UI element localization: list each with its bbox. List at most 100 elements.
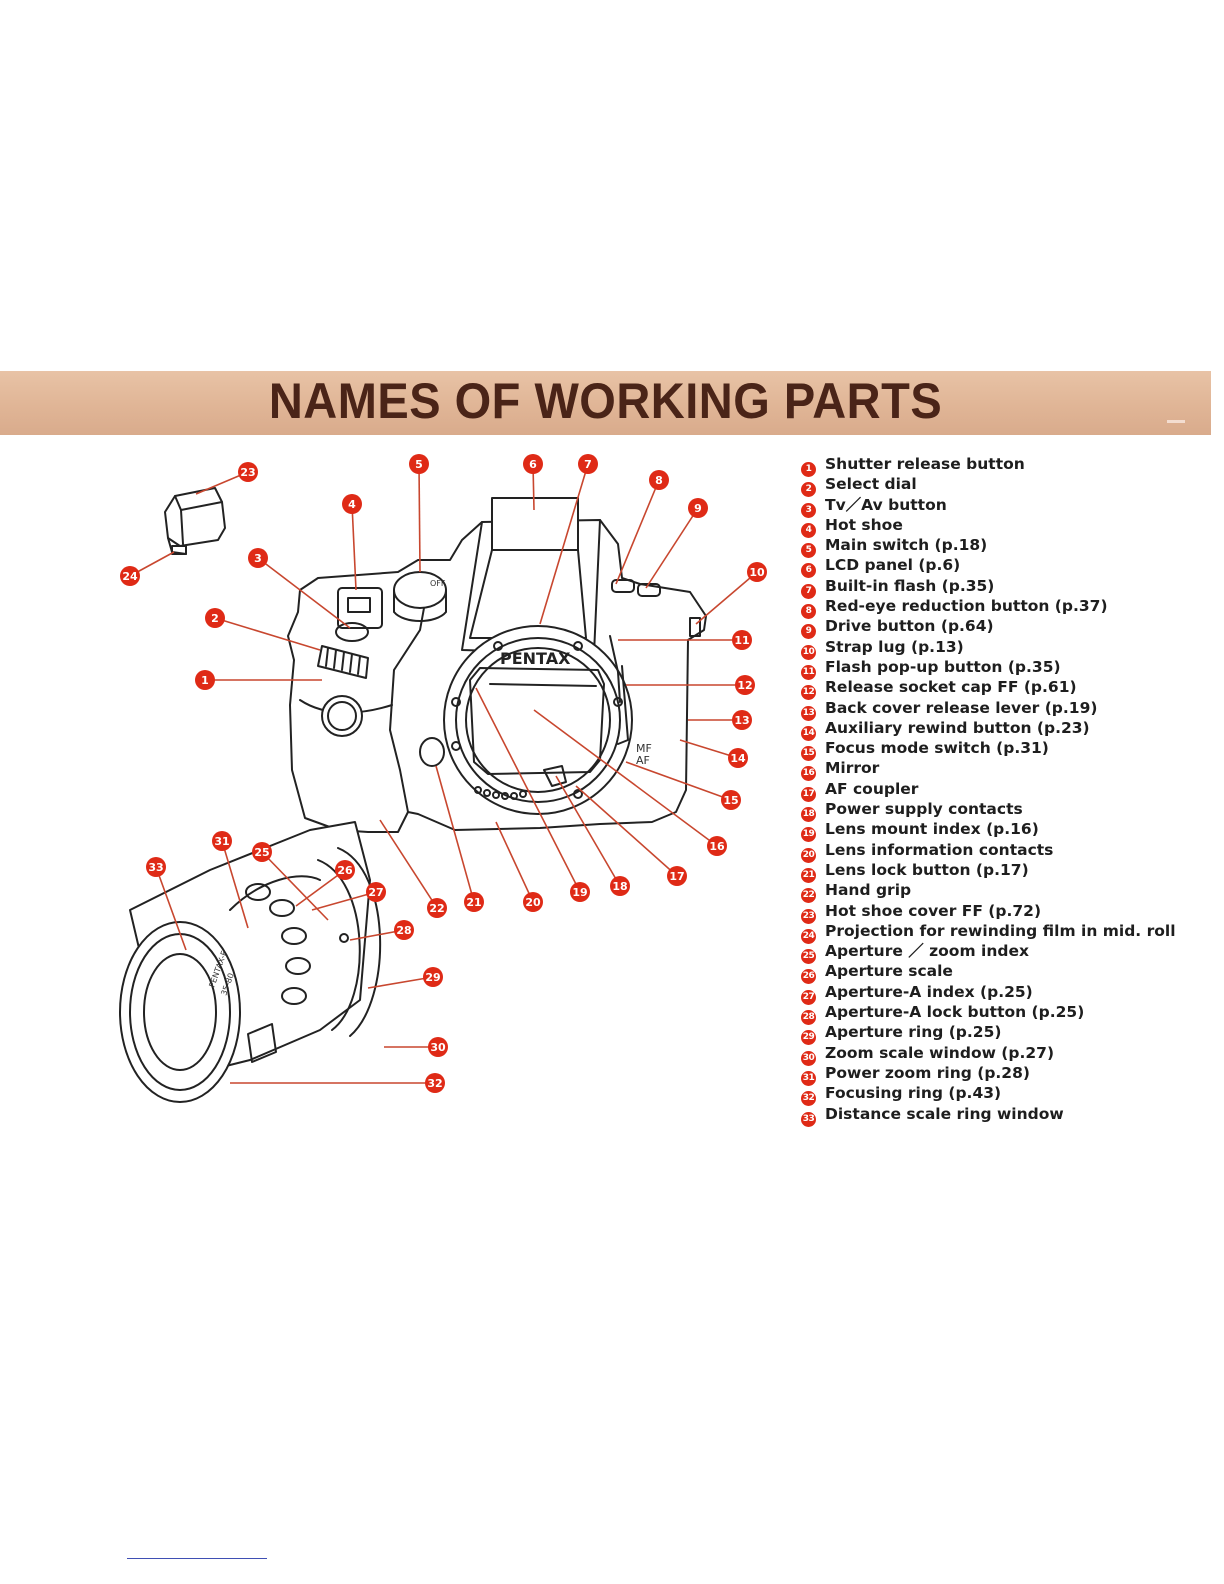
part-label: Lens mount index (p.16) — [825, 820, 1039, 839]
part-label: Aperture ／ zoom index — [825, 942, 1029, 961]
callout-number-24: 24 — [122, 570, 138, 583]
part-label: Focus mode switch (p.31) — [825, 739, 1049, 758]
leader-line-21 — [435, 765, 475, 903]
leader-line-8 — [615, 479, 660, 585]
part-label: Aperture scale — [825, 962, 953, 981]
camera-body-drawing — [287, 497, 707, 833]
part-item-18: 18 Power supply contacts — [801, 799, 1221, 823]
callout-number-7: 7 — [584, 458, 592, 471]
callout-number-20: 20 — [525, 896, 541, 909]
leader-line-10 — [695, 571, 758, 625]
part-number-badge: 1 — [801, 462, 816, 477]
footer-rule — [127, 1558, 267, 1559]
part-number-badge: 15 — [801, 746, 816, 762]
part-label: Distance scale ring window — [825, 1104, 1064, 1123]
callout-badge-5 — [409, 454, 429, 474]
main-switch-off-label: OFF — [430, 579, 446, 588]
part-item-12: 12 Release socket cap FF (p.61) — [801, 677, 1221, 701]
hot-shoe-cover-drawing — [164, 487, 226, 555]
leader-line-19 — [475, 687, 581, 893]
leader-line-31 — [221, 840, 249, 929]
part-number-badge: 28 — [801, 1010, 816, 1026]
part-label: Hot shoe — [825, 515, 903, 534]
part-label: Built-in flash (p.35) — [825, 576, 995, 595]
callout-number-9: 9 — [694, 502, 702, 515]
callout-badge-19 — [570, 882, 590, 902]
part-number-badge: 24 — [801, 928, 816, 944]
part-number-badge: 22 — [801, 888, 816, 904]
part-label: Shutter release button — [825, 455, 1025, 473]
part-label: Drive button (p.64) — [825, 617, 994, 636]
leader-line-9 — [645, 507, 699, 589]
part-number-badge: 17 — [801, 786, 816, 802]
callout-badge-15 — [721, 790, 741, 810]
callout-number-16: 16 — [709, 840, 725, 853]
callout-badge-10 — [747, 562, 767, 582]
part-label: Tv／Av button — [825, 495, 947, 514]
part-label: Release socket cap FF (p.61) — [825, 678, 1077, 697]
part-label: Aperture ring (p.25) — [825, 1023, 1002, 1042]
part-label: Mirror — [825, 759, 880, 778]
callout-badge-1 — [195, 670, 215, 690]
leader-line-22 — [379, 819, 438, 909]
callout-number-31: 31 — [214, 835, 229, 848]
callout-badge-17 — [667, 866, 687, 886]
callout-badge-33 — [146, 857, 166, 877]
part-number-badge: 21 — [801, 867, 816, 883]
callout-badge-29 — [423, 967, 443, 987]
part-label: Aperture-A index (p.25) — [825, 982, 1033, 1001]
callout-badge-24 — [120, 566, 140, 586]
callout-badge-28 — [394, 920, 414, 940]
part-label: Power supply contacts — [825, 800, 1023, 819]
leader-line-15 — [625, 761, 732, 801]
part-number-badge: 12 — [801, 685, 816, 701]
part-label: Hand grip — [825, 881, 912, 900]
part-number-badge: 13 — [801, 705, 816, 721]
part-number-badge: 14 — [801, 725, 816, 741]
callout-number-30: 30 — [430, 1041, 446, 1054]
leader-line-2 — [214, 617, 321, 651]
leader-line-26 — [295, 869, 346, 907]
callout-badge-30 — [428, 1037, 448, 1057]
part-number-badge: 11 — [801, 664, 816, 680]
part-number-badge: 18 — [801, 807, 816, 823]
leader-line-18 — [555, 775, 621, 887]
callout-number-12: 12 — [737, 679, 752, 692]
part-label: Lens lock button (p.17) — [825, 860, 1029, 879]
part-label: Lens information contacts — [825, 840, 1054, 859]
callout-badge-9 — [688, 498, 708, 518]
part-item-21: 21 Lens lock button (p.17) — [801, 860, 1221, 883]
callout-badge-14 — [728, 748, 748, 768]
banner-tick-mark — [1167, 420, 1185, 423]
callout-badge-2 — [205, 608, 225, 628]
callout-badge-23 — [238, 462, 258, 482]
part-number-badge: 16 — [801, 766, 816, 782]
part-label: AF coupler — [825, 779, 919, 798]
part-number-badge: 30 — [801, 1050, 816, 1066]
callout-number-2: 2 — [211, 612, 219, 625]
callout-number-14: 14 — [730, 752, 746, 765]
part-number-badge: 4 — [801, 522, 816, 538]
callout-number-1: 1 — [201, 674, 209, 687]
callout-badge-8 — [649, 470, 669, 490]
callout-number-27: 27 — [368, 886, 383, 899]
callout-badge-12 — [735, 675, 755, 695]
focus-switch-mf-label: MF — [636, 742, 652, 755]
callout-badge-16 — [707, 836, 727, 856]
callout-badge-27 — [366, 882, 386, 902]
callout-number-25: 25 — [254, 846, 269, 859]
part-label: Projection for rewinding film in mid. ro… — [825, 921, 1176, 940]
callout-number-6: 6 — [529, 458, 537, 471]
